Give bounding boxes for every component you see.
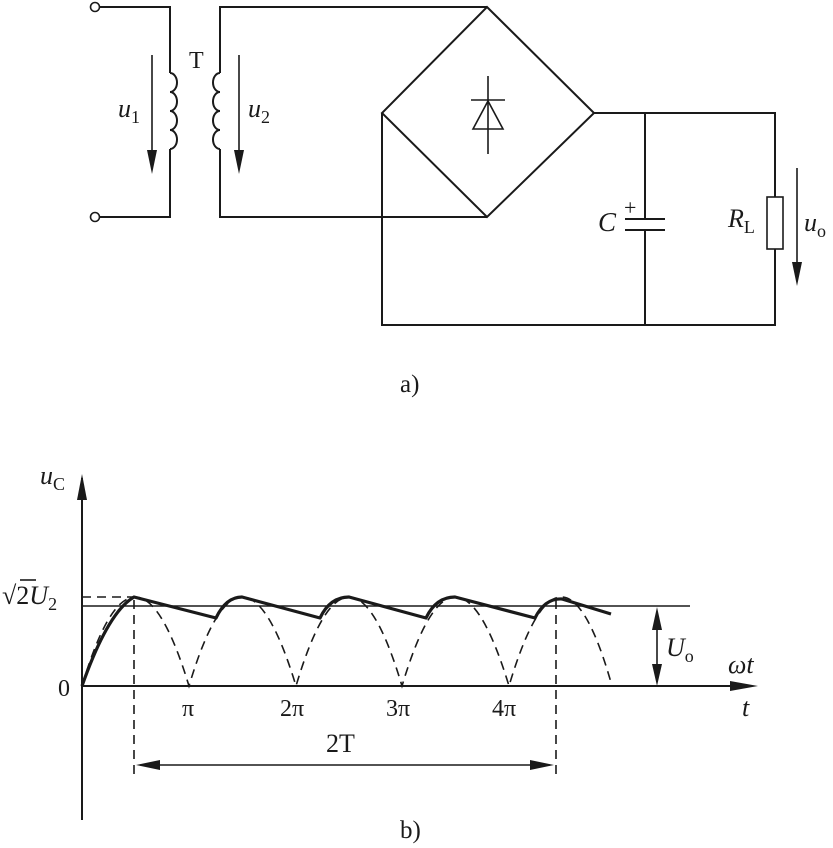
output-wire-positive <box>594 112 776 197</box>
circuit-diagram: T u1 u2 C + RL uo a) <box>89 1 826 398</box>
caption-b: b) <box>400 817 421 844</box>
bridge-rectifier <box>380 5 596 219</box>
diode-symbol <box>471 76 505 154</box>
x-axis-label-bottom: t <box>742 693 750 722</box>
u2-label: u2 <box>248 94 270 127</box>
capacitor-voltage-curve <box>80 595 612 687</box>
tick-label-pi: π <box>182 696 194 722</box>
rectified-sine-wave <box>81 596 613 689</box>
primary-coil <box>169 72 178 150</box>
tick-label-4pi: 4π <box>492 696 516 722</box>
origin-label: 0 <box>58 676 70 702</box>
secondary-wire <box>219 6 487 218</box>
tick-label-2pi: 2π <box>280 696 304 722</box>
period-label: 2T <box>326 729 355 758</box>
transformer-label: T <box>189 48 204 74</box>
u1-arrowhead <box>147 150 157 174</box>
load-resistor <box>766 196 784 250</box>
uo-arrowhead-up <box>652 607 662 630</box>
caption-a: a) <box>400 371 419 398</box>
uo-arrowhead-down <box>652 664 662 686</box>
x-axis-label-top: ωt <box>728 650 754 679</box>
period-arrowhead-right <box>530 760 554 770</box>
uo-label: Uo <box>666 633 694 666</box>
output-wire-negative <box>381 113 776 326</box>
u1-label: u1 <box>118 94 140 127</box>
input-terminal-bottom <box>89 211 101 223</box>
capacitor <box>625 113 665 325</box>
y-axis-label: uC <box>40 461 65 494</box>
primary-wire <box>100 6 171 218</box>
u2-arrowhead <box>234 150 244 174</box>
period-arrowhead-left <box>136 760 160 770</box>
input-terminal-top <box>89 1 101 13</box>
load-label: RL <box>727 204 755 237</box>
y-axis-arrowhead <box>77 474 87 500</box>
secondary-coil <box>212 72 221 150</box>
capacitor-label: C <box>598 207 617 237</box>
output-label: uo <box>804 208 826 241</box>
uo-arrowhead <box>792 262 802 286</box>
tick-label-3pi: 3π <box>386 696 410 722</box>
x-axis-arrowhead <box>730 681 758 691</box>
waveform-plot: uC √2U2 0 π 2π 3π 4π ωt t Uo 2T b) <box>2 461 758 844</box>
peak-label: √2U2 <box>2 581 57 614</box>
capacitor-polarity: + <box>624 195 636 220</box>
